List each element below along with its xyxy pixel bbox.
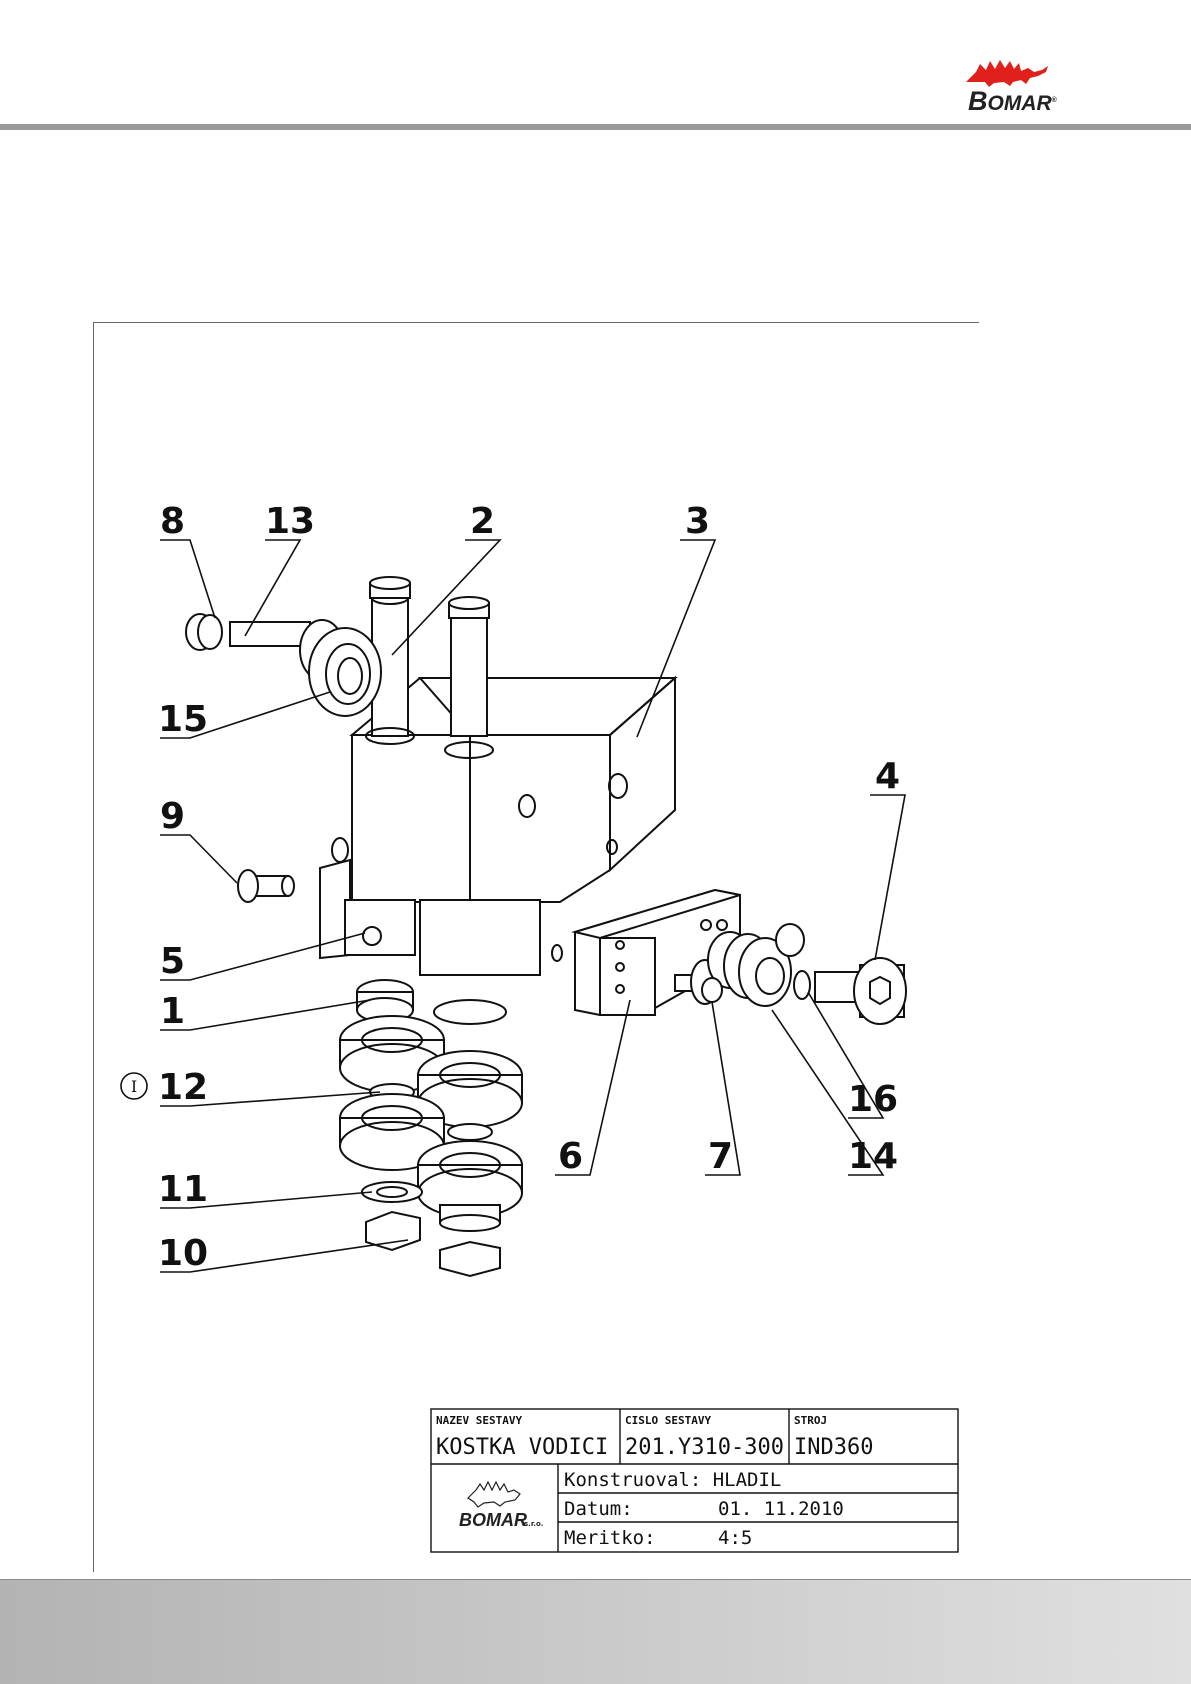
callout-5: 5 xyxy=(160,941,185,982)
assembly-name: KOSTKA VODICI xyxy=(436,1435,608,1460)
machine-label: STROJ xyxy=(794,1414,827,1427)
machine-value: IND360 xyxy=(794,1435,873,1460)
callout-12: 12 xyxy=(158,1067,208,1108)
callout-14: 14 xyxy=(848,1136,898,1177)
bolt-4 xyxy=(794,958,906,1024)
callout-8: 8 xyxy=(160,501,185,542)
revision-mark: I xyxy=(131,1077,137,1096)
callout-1: 1 xyxy=(160,991,185,1032)
date-value: 01. 11.2010 xyxy=(718,1498,844,1520)
footer-band xyxy=(0,1580,1191,1684)
title-block-logo-suffix: s.r.o. xyxy=(524,1520,543,1528)
title-block: NAZEV SESTAVY KOSTKA VODICI CISLO SESTAV… xyxy=(431,1409,958,1552)
callout-15: 15 xyxy=(158,699,208,740)
assembly-number: 201.Y310-300 xyxy=(625,1435,784,1460)
callout-9: 9 xyxy=(160,796,185,837)
screw-9 xyxy=(238,870,294,902)
callout-6: 6 xyxy=(558,1136,583,1177)
date-label: Datum: xyxy=(564,1498,633,1520)
designer: Konstruoval: HLADIL xyxy=(564,1469,781,1491)
callout-10: 10 xyxy=(158,1233,208,1274)
scale-value: 4:5 xyxy=(718,1527,752,1549)
assembly-name-label: NAZEV SESTAVY xyxy=(436,1414,522,1427)
title-block-logo-icon xyxy=(468,1482,520,1507)
callout-2: 2 xyxy=(470,501,495,542)
shaft-assembly xyxy=(186,614,381,716)
assembly-number-label: CISLO SESTAVY xyxy=(625,1414,711,1427)
callout-3: 3 xyxy=(685,501,710,542)
callout-4: 4 xyxy=(875,756,900,797)
bearing-stack xyxy=(340,980,522,1276)
title-block-logo-text: BOMAR xyxy=(459,1510,527,1530)
callout-7: 7 xyxy=(708,1136,733,1177)
callout-11: 11 xyxy=(158,1169,208,1210)
callout-13: 13 xyxy=(265,501,315,542)
callout-16: 16 xyxy=(848,1079,898,1120)
scale-label: Meritko: xyxy=(564,1527,656,1549)
